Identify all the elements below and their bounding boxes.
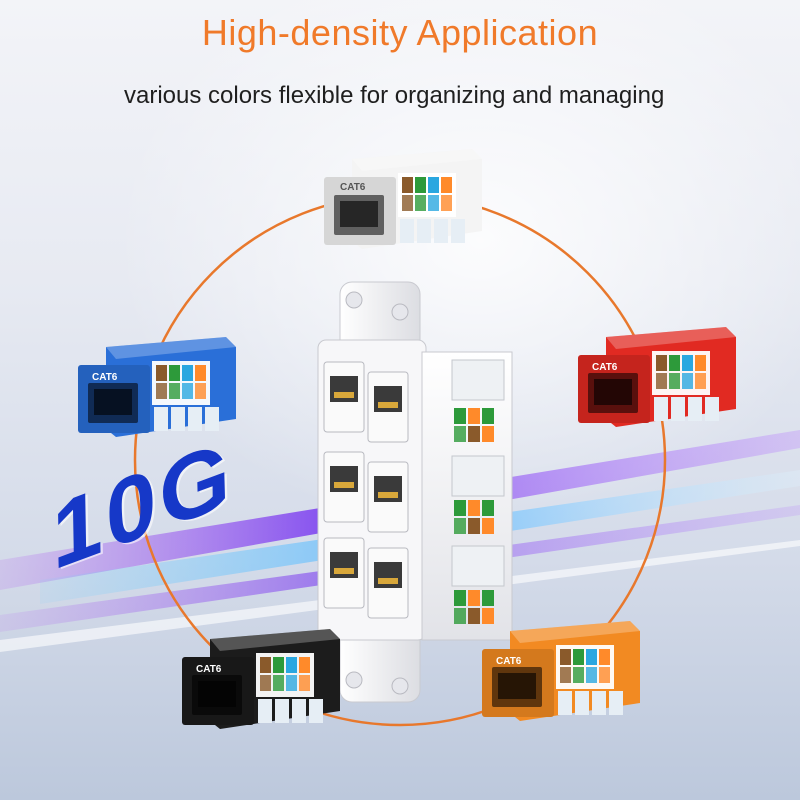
keystone-label: CAT6	[196, 664, 222, 675]
port-grid	[323, 361, 409, 619]
wiring-block-row-3	[451, 545, 505, 624]
keystone-label: CAT6	[496, 656, 522, 667]
rj45-port	[323, 537, 365, 609]
keystone-label: CAT6	[340, 182, 366, 193]
rj45-port	[323, 451, 365, 523]
rj45-port	[367, 371, 409, 443]
headline: High-density Application	[201, 12, 599, 53]
wiring-block-row-1	[451, 359, 505, 442]
keystone-jack-blue: CAT6	[78, 337, 236, 437]
keystone-jack-red: CAT6	[578, 327, 736, 427]
keystone-label: CAT6	[592, 362, 618, 373]
rj45-port	[323, 361, 365, 433]
rj45-port	[367, 547, 409, 619]
keystone-jack-white: CAT6	[324, 149, 482, 249]
wiring-block-row-2	[451, 455, 505, 534]
keystone-jack-orange: CAT6	[482, 621, 640, 721]
keystone-label: CAT6	[92, 372, 118, 383]
keystone-jack-black: CAT6	[182, 629, 340, 729]
rj45-port	[367, 461, 409, 533]
subline: various colors flexible for organizing a…	[124, 82, 665, 109]
wall-plate-jack-block	[421, 351, 513, 641]
